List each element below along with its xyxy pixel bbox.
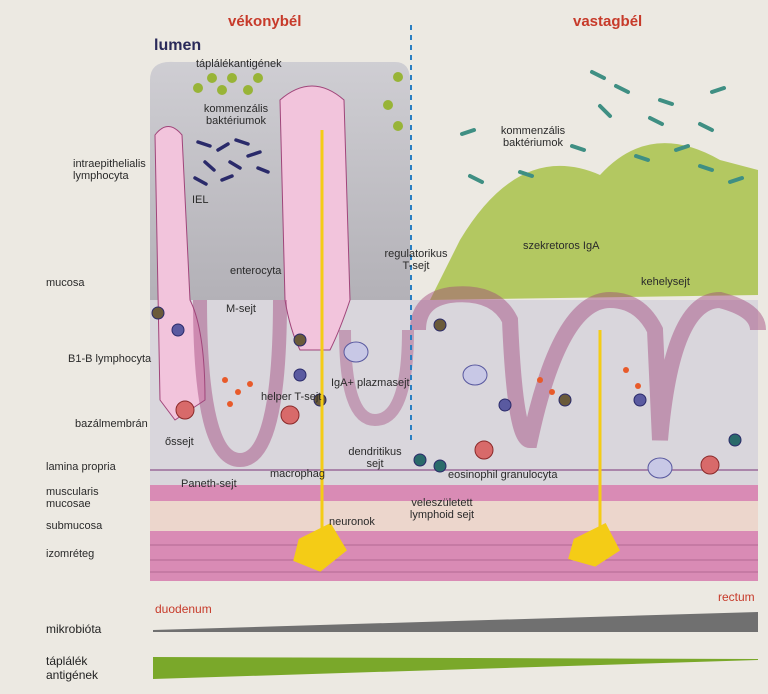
macrophage-label: macrophag xyxy=(270,468,326,480)
microbiota-bar xyxy=(153,612,758,632)
muscle-layer-label: izomréteg xyxy=(46,548,95,560)
lamina-propria-label: lamina propria xyxy=(46,461,116,473)
lumen-label: lumen xyxy=(154,37,202,54)
food-antigens-line2: antigének xyxy=(46,668,99,682)
iel-line2: lymphocyta xyxy=(73,170,129,182)
commensal-bacteria-right-line1: kommenzális xyxy=(500,125,566,137)
commensal-bacteria-left-line1: kommenzális xyxy=(203,103,269,115)
eosinophils xyxy=(175,400,720,475)
eosinophil-label: eosinophil granulocyta xyxy=(448,469,558,481)
crypt-small-2 xyxy=(339,329,414,427)
dendritic-label: dendritikus sejt xyxy=(340,446,410,470)
muscularis-line1: muscularis xyxy=(46,486,99,498)
helper-t-label: helper T-sejt xyxy=(261,391,322,403)
plasma-cells xyxy=(343,341,673,479)
duodenum-label: duodenum xyxy=(155,602,212,616)
iel-label: intraepithelialis lymphocyta xyxy=(73,158,146,182)
food-antigens-legend-label: táplálék antigének xyxy=(46,654,98,682)
regulatory-t-line2: T-sejt xyxy=(402,260,430,272)
small-intestine-header: vékonybél xyxy=(228,13,302,30)
food-antigens-line1: táplálék xyxy=(46,654,88,668)
iga-plasma-cell-label: IgA+ plazmasejt xyxy=(331,377,410,389)
rectum-label: rectum xyxy=(718,590,755,604)
regulatory-t-line1: regulatorikus xyxy=(384,248,448,260)
paneth-label: Paneth-sejt xyxy=(181,478,237,490)
stem-cell-label: őssejt xyxy=(165,436,194,448)
food-antigens-bar xyxy=(153,657,758,679)
crypt-small-1 xyxy=(193,299,287,468)
innate-lymphoid-line2: lymphoid sejt xyxy=(409,509,475,521)
large-intestine-header: vastagbél xyxy=(573,13,643,30)
villus-center xyxy=(279,85,351,351)
neurons-label: neuronok xyxy=(329,516,375,528)
b1b-lymphocyte-label: B1-B lymphocyta xyxy=(68,353,152,365)
neurons-drawing xyxy=(293,130,620,572)
muscle-layer-band xyxy=(150,531,758,581)
secretory-iga-label: szekretoros IgA xyxy=(523,240,600,252)
immune-cells xyxy=(151,306,742,473)
mucosa-label: mucosa xyxy=(46,277,85,289)
muscularis-mucosae-band xyxy=(150,485,758,501)
innate-lymphoid-line1: veleszületett xyxy=(411,497,473,509)
submucosa-label: submucosa xyxy=(46,520,103,532)
commensal-bacteria-right-label: kommenzális baktériumok xyxy=(493,125,573,149)
commensal-bacteria-left-label: kommenzális baktériumok xyxy=(196,103,276,127)
m-cell-label: M-sejt xyxy=(226,303,256,315)
iel-line1: intraepithelialis xyxy=(73,158,146,170)
food-antigens-label: táplálékantigének xyxy=(196,58,282,70)
basement-membrane-label: bazálmembrán xyxy=(75,418,148,430)
dendritic-line2: sejt xyxy=(366,458,384,470)
commensal-bacteria-large xyxy=(460,70,744,184)
muscularis-mucosae-label: muscularis mucosae xyxy=(46,486,99,510)
muscularis-line2: mucosae xyxy=(46,498,91,510)
microbiota-legend-label: mikrobióta xyxy=(46,622,102,636)
crypts-large-intestine xyxy=(410,286,766,449)
goblet-cell-label: kehelysejt xyxy=(641,276,690,288)
enterocyte-label: enterocyta xyxy=(230,265,282,277)
orange-granules xyxy=(222,367,641,407)
commensal-bacteria-small xyxy=(193,138,270,186)
submucosa-band xyxy=(150,501,758,531)
iel-short-label: IEL xyxy=(192,194,209,206)
commensal-bacteria-left-line2: baktériumok xyxy=(206,115,266,127)
large-intestine-mucus xyxy=(430,143,758,300)
villus-left xyxy=(154,126,206,421)
commensal-bacteria-right-line2: baktériumok xyxy=(503,137,563,149)
innate-lymphoid-label: veleszületett lymphoid sejt xyxy=(392,497,492,521)
regulatory-t-label: regulatorikus T-sejt xyxy=(376,248,456,272)
food-antigen-particles xyxy=(193,72,403,131)
dendritic-line1: dendritikus xyxy=(348,446,402,458)
